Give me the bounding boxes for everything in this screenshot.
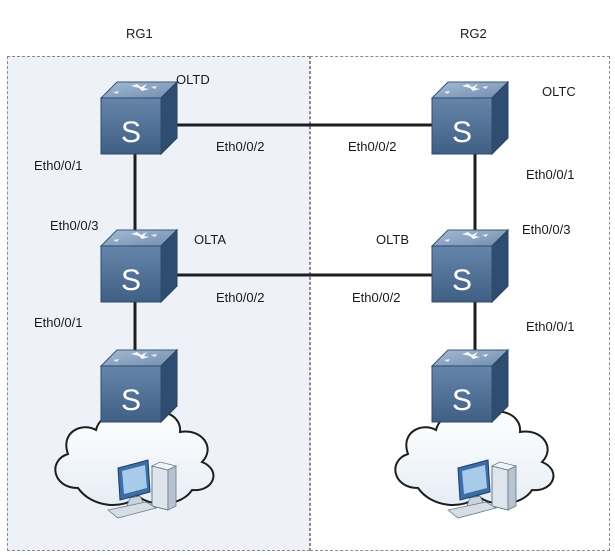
switch-glyph: S <box>452 264 472 297</box>
region-rg1-label: RG1 <box>126 26 153 41</box>
switch-glyph: S <box>121 384 141 417</box>
client-cloud-left <box>54 410 215 519</box>
port-label-oltb-south: Eth0/0/1 <box>526 319 575 334</box>
switch-oltc[interactable]: S <box>431 81 509 155</box>
switch-glyph: S <box>121 264 141 297</box>
region-rg2-label: RG2 <box>460 26 487 41</box>
switch-olta[interactable]: S <box>100 229 178 303</box>
port-label-oltd-east: Eth0/0/2 <box>216 139 265 154</box>
port-label-olta-east: Eth0/0/2 <box>216 290 265 305</box>
port-label-oltb-west: Eth0/0/2 <box>352 290 401 305</box>
port-label-olta-north: Eth0/0/3 <box>50 218 99 233</box>
port-label-oltd-south: Eth0/0/1 <box>34 158 83 173</box>
switch-oltb[interactable]: S <box>431 229 509 303</box>
port-label-oltb-north: Eth0/0/3 <box>522 222 571 237</box>
switch-glyph: S <box>121 116 141 149</box>
switch-access-left[interactable]: S <box>100 349 178 423</box>
switch-oltd[interactable]: S <box>100 81 178 155</box>
port-label-oltc-west: Eth0/0/2 <box>348 139 397 154</box>
port-label-olta-south: Eth0/0/1 <box>34 315 83 330</box>
client-cloud-right <box>394 410 555 519</box>
switch-access-right[interactable]: S <box>431 349 509 423</box>
port-label-oltc-south: Eth0/0/1 <box>526 167 575 182</box>
device-label-olta: OLTA <box>194 232 227 247</box>
device-label-oltd: OLTD <box>176 72 210 87</box>
device-label-oltb: OLTB <box>376 232 409 247</box>
switch-glyph: S <box>452 116 472 149</box>
switch-glyph: S <box>452 384 472 417</box>
device-label-oltc: OLTC <box>542 84 576 99</box>
